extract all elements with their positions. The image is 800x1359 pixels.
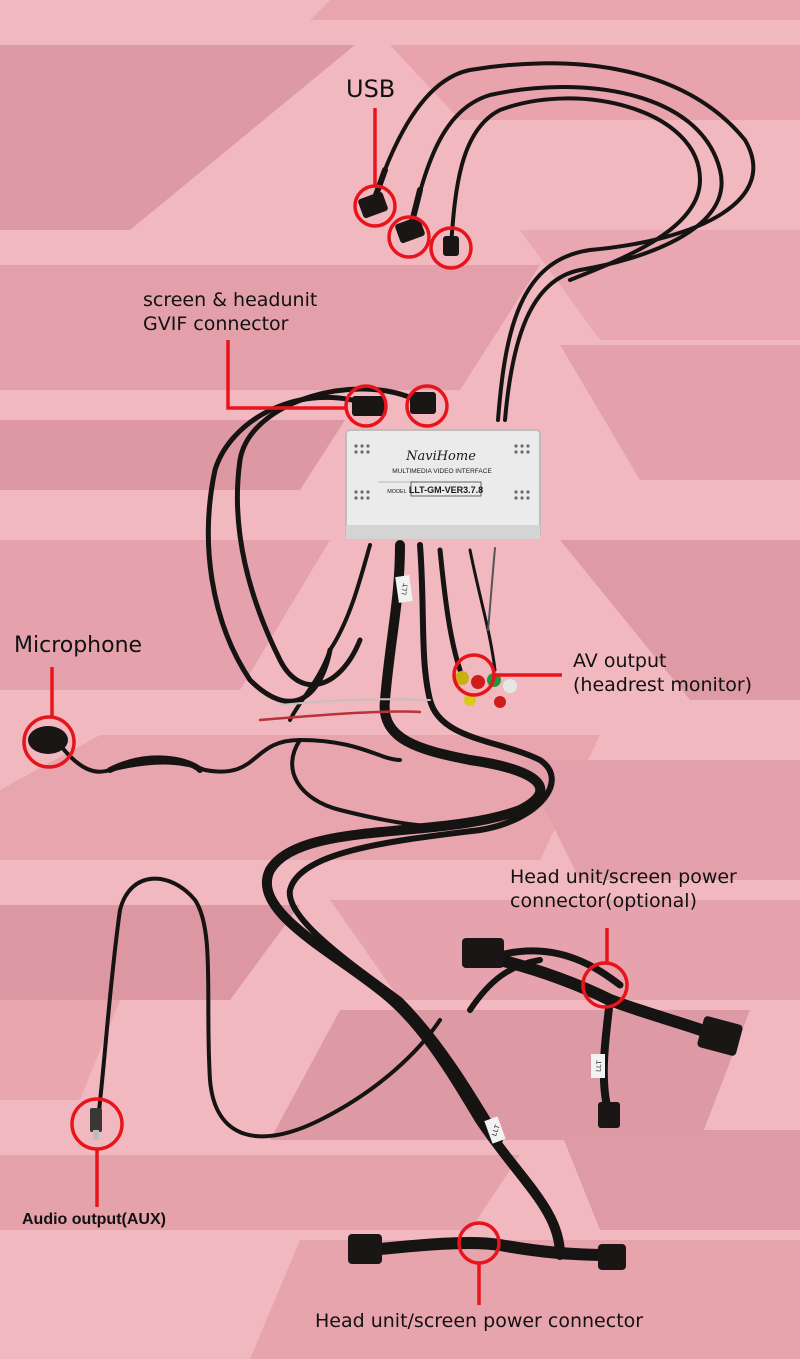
cable-tags: LLT LLT LLT (395, 575, 605, 1144)
usb-label: USB (346, 75, 396, 103)
device-subtitle: MULTIMEDIA VIDEO INTERFACE (392, 468, 492, 475)
connectors (28, 192, 743, 1270)
microphone-label: Microphone (14, 633, 143, 658)
device-model-prefix: MODEL (387, 489, 407, 495)
cables (58, 61, 756, 1261)
hu-power-label: Head unit/screen power connector (315, 1310, 644, 1332)
callouts (22, 108, 629, 1305)
av-output-label: AV output (headrest monitor) (573, 650, 752, 698)
hu-optional-power-label: Head unit/screen power connector(optiona… (510, 866, 737, 914)
audio-aux-label: Audio output(AUX) (22, 1211, 166, 1228)
gvif-connector-label: screen & headunit GVIF connector (143, 289, 317, 337)
harness-tag-3: LLT (596, 1059, 604, 1072)
device-brand: NaviHome (405, 449, 476, 464)
hu-opt-label-line2: connector(optional) (510, 889, 698, 912)
gvif-label-line2: GVIF connector (143, 312, 289, 335)
av-label-line2: (headrest monitor) (573, 673, 753, 696)
harness-tag: LLT (401, 582, 410, 595)
video-interface-box: NaviHome MULTIMEDIA VIDEO INTERFACE MODE… (345, 429, 541, 539)
av-label-line1: AV output (573, 650, 667, 672)
hu-opt-label-line1: Head unit/screen power (510, 866, 737, 888)
gvif-label-line1: screen & headunit (143, 289, 318, 311)
device-model: LLT-GM-VER3.7.8 (409, 485, 483, 495)
harness-tag-2: LLT (491, 1123, 502, 1137)
